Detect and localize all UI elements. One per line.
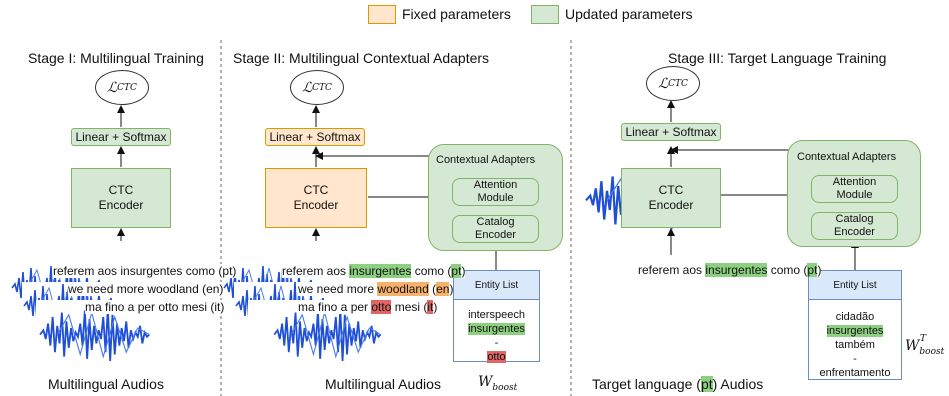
stage3-caption-pt: referem aos insurgentes como (pt) [638,263,822,277]
wboost-symbol: W [905,338,920,354]
caption-text: ) [461,264,466,278]
caption-text: ) [817,263,822,277]
legend-updated-label: Updated parameters [565,6,693,22]
bottom-lang: pt [700,376,713,392]
stage2-adapters-title: Contextual Adapters [436,154,536,166]
stage1-ctc-encoder: CTC Encoder [71,168,171,228]
stage2-linear-softmax: Linear + Softmax [265,128,365,146]
stage2-wboost: Wboost [478,374,517,393]
stage1-bottom-label: Multilingual Audios [48,376,164,392]
stage1-linear-softmax: Linear + Softmax [71,128,171,146]
caption-lang: it [427,300,434,314]
caption-text: como ( [411,264,452,278]
stage3-ctc-encoder: CTC Encoder [621,168,721,228]
caption-text: ) [433,300,438,314]
stage3-entity-item: - [853,353,857,365]
stage3-entity-item: também [835,339,875,351]
stage3-attention-module: Attention Module [811,175,898,203]
wboost-symbol: W [478,374,493,390]
stage2-entity-list-header: Entity List [454,271,539,300]
stage3-entity-item: cidadão [835,311,875,323]
stage2-entity-list: Entity List interspeech insurgentes - ot… [453,270,540,363]
caption-text: ) [449,282,454,296]
stage1-encoder-line1: CTC [108,183,134,197]
stage2-caption-pt: referem aos insurgentes como (pt) [282,264,466,278]
stage1-caption-en: we need more woodland (en) [68,282,224,296]
stage2-entity-item: - [494,337,499,349]
caption-lang: en [436,282,450,296]
wboost-sup: T [920,334,927,344]
caption-lang: pt [451,264,462,278]
stage2-title: Stage II: Multilingual Contextual Adapte… [233,50,490,66]
stage3-bottom-label: Target language (pt) Audios [592,376,763,392]
stage2-catalog-line2: Encoder [475,229,516,241]
stage3-entity-list: Entity List cidadão insurgentes também -… [808,270,902,380]
stage3-title: Stage III: Target Language Training [668,50,887,66]
caption-highlight: woodland [377,282,429,296]
stage2-entity-item: otto [487,351,506,363]
caption-highlight: otto [371,300,392,314]
waveform-stack-2 [222,263,382,362]
caption-highlight: insurgentes [705,263,768,277]
legend-updated-swatch [531,5,559,24]
caption-text: we need more [298,282,378,296]
wboost-sub: boost [919,346,945,357]
stage3-attention-line1: Attention [832,176,877,188]
caption-text: referem aos [638,263,706,277]
stage2-caption-it: ma fino a per otto mesi (it) [298,300,438,314]
stage3-loss-symbol: ℒ [658,75,669,92]
stage3-encoder-line1: CTC [658,183,684,197]
stage2-entity-item: insurgentes [468,323,525,335]
caption-text: mesi ( [391,300,428,314]
legend-fixed-label: Fixed parameters [402,6,511,22]
stage3-encoder-line2: Encoder [648,198,694,212]
stage2-bottom-label: Multilingual Audios [325,376,441,392]
stage3-catalog-line2: Encoder [834,226,875,238]
caption-text: como ( [767,263,808,277]
stage1-caption-pt: referem aos insurgentes como (pt) [53,264,237,278]
caption-text: referem aos [282,264,350,278]
stage3-entity-item: enfrentamento [819,367,891,379]
caption-text: ma fino a per [298,300,372,314]
legend-fixed-swatch [368,5,396,24]
stage3-loss-sub: CTC [668,78,688,89]
stage3-entity-list-header: Entity List [809,271,901,300]
stage1-encoder-line2: Encoder [98,198,144,212]
wboost-sub: boost [492,382,518,393]
stage1-loss-symbol: ℒ [107,79,118,96]
stage3-attention-line2: Module [836,189,873,201]
stage2-encoder-line1: CTC [303,183,329,197]
stage3-catalog-line1: Catalog [835,213,874,225]
caption-text: ( [428,282,437,296]
bottom-text: ) Audios [712,376,764,392]
stage3-adapters-title: Contextual Adapters [797,151,897,163]
stage2-loss-sub: CTC [312,82,332,93]
stage3-linear-softmax: Linear + Softmax [621,123,721,141]
stage2-ctc-encoder: CTC Encoder [265,168,367,228]
stage2-entity-item: interspeech [468,309,525,321]
stage2-encoder-line2: Encoder [293,198,339,212]
stage2-attention-module: Attention Module [452,178,539,206]
stage3-catalog-encoder: Catalog Encoder [811,212,898,240]
stage2-caption-en: we need more woodland (en) [298,282,454,296]
stage1-caption-it: ma fino a per otto mesi (it) [85,300,225,314]
stage2-attention-line2: Module [477,192,514,204]
caption-lang: pt [807,263,818,277]
stage1-title: Stage I: Multilingual Training [28,50,204,66]
stage2-catalog-line1: Catalog [476,216,515,228]
stage2-attention-line1: Attention [473,179,518,191]
caption-highlight: insurgentes [349,264,412,278]
stage2-loss-symbol: ℒ [302,79,313,96]
bottom-text: Target language ( [592,376,701,392]
stage1-loss-sub: CTC [117,82,137,93]
stage2-catalog-encoder: Catalog Encoder [452,215,539,243]
stage3-entity-item: insurgentes [826,325,884,337]
